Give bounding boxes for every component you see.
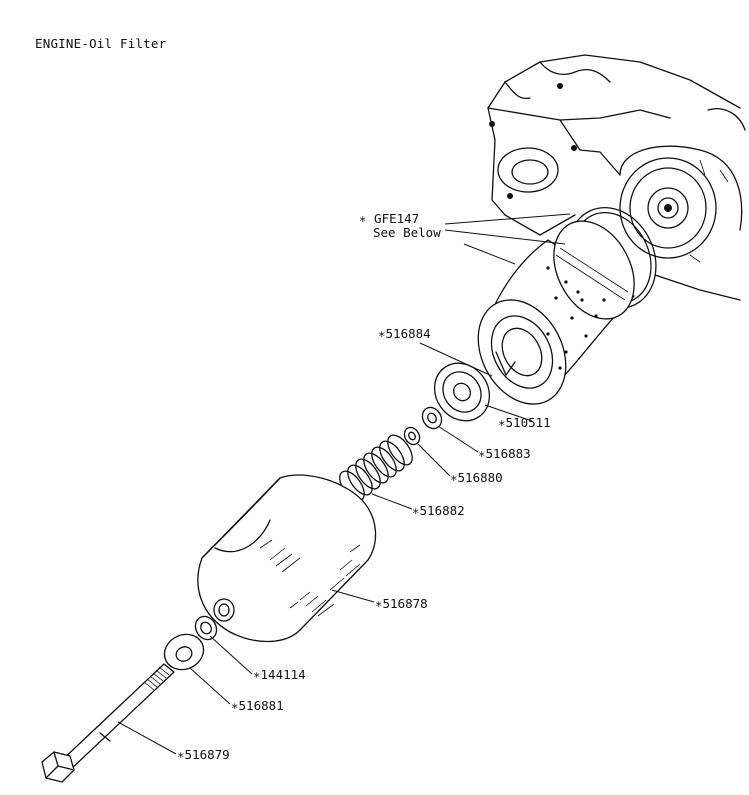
callout-516883: ∗516883 (478, 446, 531, 461)
callout-gfe147: ∗ GFE147 See Below (359, 212, 441, 240)
seal-plate-510511-drawing (433, 362, 491, 422)
engine-block-drawing (487, 54, 746, 301)
filter-element-drawing (477, 220, 635, 405)
callout-516882: ∗516882 (412, 503, 465, 518)
filter-bowl-516878-drawing (197, 474, 377, 643)
callout-516881: ∗516881 (231, 698, 284, 713)
callout-510511: ∗510511 (498, 415, 551, 430)
washer-516880-drawing (403, 426, 421, 446)
callout-gfe147-line1: ∗ GFE147 (359, 211, 420, 226)
diagram-title: ENGINE-Oil Filter (35, 36, 167, 51)
bolt-516879-drawing (41, 663, 175, 783)
leader-lines (117, 213, 571, 755)
callout-516879: ∗516879 (177, 747, 230, 762)
washer-516881-drawing (163, 633, 205, 671)
callout-516878: ∗516878 (375, 596, 428, 611)
callout-516880: ∗516880 (450, 470, 503, 485)
callout-144114: ∗144114 (253, 667, 306, 682)
callout-gfe147-line2: See Below (373, 225, 441, 240)
washer-516883-drawing (421, 406, 443, 430)
callout-516884: ∗516884 (378, 326, 431, 341)
